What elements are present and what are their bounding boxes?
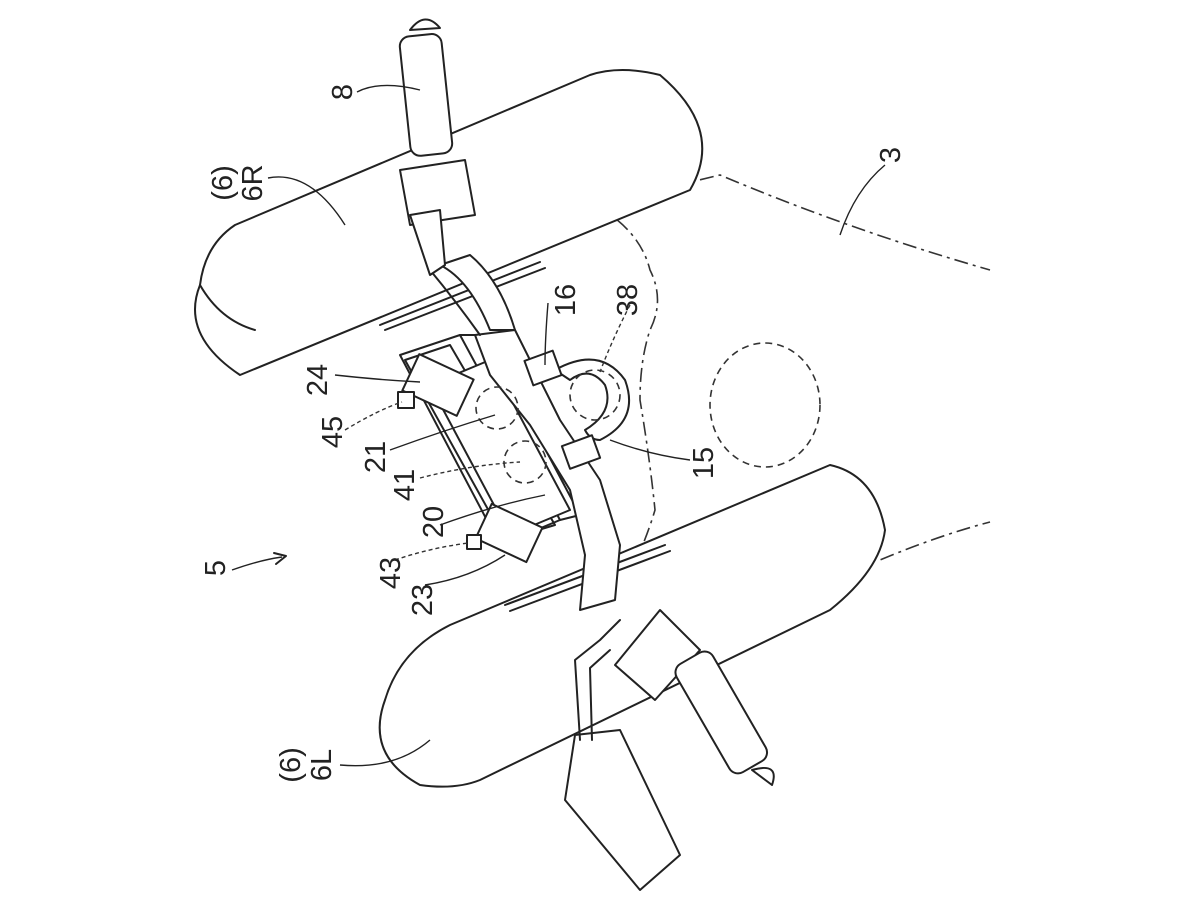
svg-text:(6): (6) [275, 747, 307, 782]
label-16: 16 [550, 284, 582, 316]
svg-text:45: 45 [317, 416, 349, 448]
leader-45 [344, 401, 403, 431]
label-24: 24 [302, 364, 334, 396]
label-6l: 6L [306, 749, 338, 781]
svg-text:43: 43 [375, 557, 407, 589]
collar-upper [523, 349, 563, 387]
label-38: 38 [612, 284, 644, 316]
label-20: 20 [418, 506, 450, 538]
skid-bar-top-2 [384, 267, 546, 331]
leader-5-arrow [273, 552, 287, 565]
body-opening [709, 342, 821, 468]
label-23: 23 [407, 584, 439, 616]
label-15: 15 [688, 447, 720, 479]
bushing-lower [474, 502, 544, 564]
label-21: 21 [360, 441, 392, 473]
hidden-bushing-1 [475, 386, 519, 430]
label-43: 43 [375, 557, 407, 589]
left-switch-housing [614, 609, 701, 701]
skid-bar-top [379, 261, 541, 326]
frame-block [429, 359, 571, 536]
leader-8 [356, 84, 421, 93]
svg-text:16: 16 [550, 284, 582, 316]
left-lever [564, 729, 681, 891]
left-lever-arm [574, 619, 621, 741]
label-6-top: (6) [207, 165, 239, 200]
front-frame-outline [594, 204, 711, 616]
leader-6r [267, 176, 346, 226]
bolt-lower [466, 534, 482, 550]
svg-text:24: 24 [302, 364, 334, 396]
right-grip [398, 18, 454, 157]
svg-text:21: 21 [360, 441, 392, 473]
clamp-hole [569, 369, 621, 421]
svg-text:3: 3 [875, 147, 907, 163]
svg-text:41: 41 [389, 469, 421, 501]
label-5: 5 [200, 560, 232, 576]
svg-text:(6): (6) [207, 165, 239, 200]
leader-16 [544, 302, 549, 366]
right-switch-housing [399, 159, 476, 226]
leader-24 [334, 374, 421, 383]
leader-15 [609, 439, 691, 461]
leader-20 [439, 494, 546, 526]
hidden-bushing-2 [503, 440, 547, 484]
label-8: 8 [327, 84, 359, 100]
svg-text:23: 23 [407, 584, 439, 616]
handlebar-upper [439, 254, 516, 331]
leader-5 [231, 556, 283, 571]
left-lever-arm-2 [589, 649, 611, 741]
label-3: 3 [875, 147, 907, 163]
right-lever-stub [409, 209, 446, 276]
label-41: 41 [389, 469, 421, 501]
leader-6l [339, 739, 431, 767]
leader-3 [839, 164, 886, 236]
svg-text:6L: 6L [306, 749, 338, 781]
label-45: 45 [317, 416, 349, 448]
leader-21 [389, 414, 496, 451]
collar-lower [560, 434, 602, 470]
svg-text:5: 5 [200, 560, 232, 576]
steering-shaft [474, 329, 621, 611]
bolt-upper [397, 391, 415, 409]
left-grip [674, 650, 775, 786]
label-6-bottom: (6) [275, 747, 307, 782]
tire-left [378, 464, 886, 788]
leader-41 [419, 461, 521, 479]
svg-text:8: 8 [327, 84, 359, 100]
svg-text:15: 15 [688, 447, 720, 479]
bushing-upper [401, 353, 475, 417]
svg-text:6R: 6R [237, 164, 269, 201]
svg-text:38: 38 [612, 284, 644, 316]
svg-text:20: 20 [418, 506, 450, 538]
leader-43 [394, 542, 469, 561]
handlebar-upper-2 [429, 269, 481, 336]
tire-right [194, 69, 704, 376]
leader-38 [599, 304, 631, 373]
leader-23 [424, 554, 506, 586]
label-6r: 6R [237, 164, 269, 201]
